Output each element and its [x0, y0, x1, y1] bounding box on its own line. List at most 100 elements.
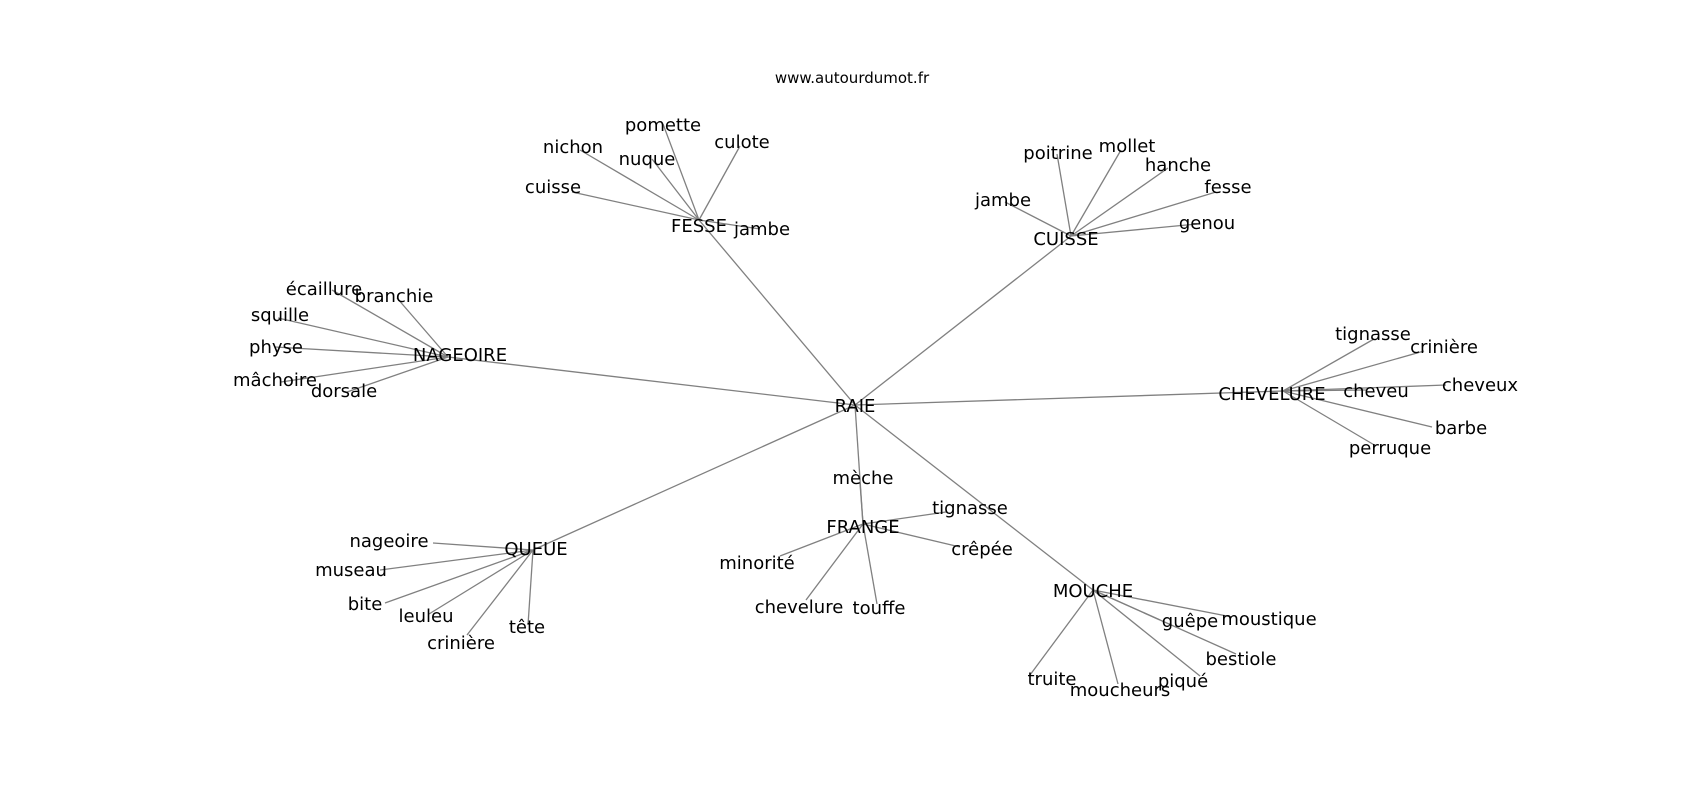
leaf-node-queue-museau: museau [315, 560, 387, 581]
leaf-node-fesse-cuisse: cuisse [525, 177, 581, 198]
edge-chevelure-tignasse [1282, 338, 1375, 392]
leaf-node-nageoire-branchie: branchie [355, 286, 434, 307]
leaf-node-nageoire-ecaillure: écaillure [286, 279, 363, 300]
leaf-node-queue-bite: bite [348, 594, 383, 615]
edge-mouche-truite [1029, 589, 1094, 676]
edge-cuisse-fesse [1070, 191, 1217, 237]
leaf-node-chevelure-cheveu: cheveu [1343, 381, 1409, 402]
edge-frange-tignasse [862, 511, 947, 525]
edge-frange-meche [859, 482, 864, 525]
edge-mouche-moucheurs [1092, 589, 1119, 685]
edge-cuisse-poitrine [1056, 153, 1072, 237]
edge-cuisse-jambe [1004, 201, 1072, 237]
leaf-node-fesse-jambe: jambe [733, 219, 790, 240]
edge-fesse-cuisse [571, 191, 700, 221]
leaf-node-mouche-moucheurs: moucheurs [1070, 680, 1171, 701]
edge-cuisse-mollet [1070, 149, 1122, 237]
edge-fesse-culote [698, 145, 741, 221]
hub-node-fesse: FESSE [671, 216, 727, 237]
leaf-node-cuisse-fesse: fesse [1204, 177, 1251, 198]
leaf-node-cuisse-genou: genou [1179, 213, 1235, 234]
leaf-node-nageoire-machoire: mâchoire [233, 370, 317, 391]
edge-frange-chevelure [805, 523, 864, 601]
leaf-node-frange-minorite: minorité [719, 553, 795, 574]
leaf-node-mouche-truite: truite [1028, 669, 1077, 690]
leaf-node-chevelure-perruque: perruque [1349, 438, 1431, 459]
leaf-node-frange-meche: mèche [833, 468, 894, 489]
leaf-node-queue-criniere: crinière [427, 633, 495, 654]
center-node-raie: RAIE [835, 396, 876, 417]
leaf-node-queue-tete: tête [509, 617, 545, 638]
edge-nageoire-dorsale [346, 356, 449, 393]
leaf-node-mouche-moustique: moustique [1221, 609, 1316, 630]
leaf-node-cuisse-mollet: mollet [1099, 136, 1156, 157]
edge-fesse-nuque [651, 158, 700, 221]
edge-frange-touffe [862, 523, 878, 605]
edge-nageoire-machoire [280, 356, 449, 383]
leaf-node-fesse-nichon: nichon [543, 137, 603, 158]
leaf-node-nageoire-squille: squille [251, 305, 309, 326]
edge-queue-bite [384, 549, 534, 604]
edge-nageoire-squille [277, 317, 449, 358]
graph-labels: RAIE FESSE pomette nichon nuque culote cuisse j… [233, 115, 1518, 701]
leaf-node-cuisse-hanche: hanche [1145, 155, 1211, 176]
edge-frange-minorite [779, 523, 864, 557]
edge-frange-crepee [862, 523, 961, 548]
edge-fesse-jambe [698, 219, 761, 230]
edge-cuisse-genou [1070, 223, 1198, 237]
edge-raie-mouche [854, 404, 1094, 591]
leaf-node-mouche-bestiole: bestiole [1205, 649, 1276, 670]
edge-nageoire-branchie [396, 297, 449, 358]
hub-node-chevelure: CHEVELURE [1218, 384, 1325, 405]
edge-chevelure-barbe [1282, 390, 1433, 428]
edge-raie-chevelure [854, 390, 1284, 406]
edge-mouche-bestiole [1092, 589, 1237, 655]
edge-nageoire-ecaillure [331, 289, 449, 358]
leaf-node-chevelure-barbe: barbe [1435, 418, 1487, 439]
leaf-node-cuisse-jambe: jambe [974, 190, 1031, 211]
leaf-node-frange-touffe: touffe [853, 598, 906, 619]
leaf-node-mouche-guepe: guêpe [1162, 611, 1218, 632]
edge-fesse-nichon [579, 149, 700, 221]
leaf-node-queue-nageoire: nageoire [349, 531, 428, 552]
edge-chevelure-cheveux [1282, 384, 1447, 392]
leaf-node-chevelure-tignasse: tignasse [1335, 324, 1411, 345]
leaf-node-mouche-pique: piqué [1158, 671, 1208, 692]
leaf-node-frange-chevelure: chevelure [755, 597, 844, 618]
graph-edges [274, 123, 1447, 685]
hub-node-frange: FRANGE [826, 517, 899, 538]
leaf-node-chevelure-cheveux: cheveux [1442, 375, 1519, 396]
leaf-node-fesse-nuque: nuque [619, 149, 676, 170]
leaf-node-queue-leuleu: leuleu [399, 606, 454, 627]
leaf-node-nageoire-dorsale: dorsale [311, 381, 377, 402]
edge-queue-nageoire [432, 542, 534, 551]
site-label: www.autourdumot.fr [775, 69, 930, 87]
edge-chevelure-criniere [1282, 350, 1425, 392]
edge-nageoire-physe [274, 346, 449, 358]
edge-raie-nageoire [447, 356, 856, 406]
edge-queue-criniere [466, 549, 534, 636]
leaf-node-frange-crepee: crêpée [951, 539, 1013, 560]
edge-mouche-pique [1092, 589, 1201, 677]
leaf-node-cuisse-poitrine: poitrine [1023, 143, 1092, 164]
edge-raie-queue [532, 404, 856, 551]
edge-queue-leuleu [428, 549, 534, 615]
hub-node-nageoire: NAGEOIRE [413, 345, 507, 366]
edge-fesse-pomette [662, 123, 700, 221]
leaf-node-frange-tignasse: tignasse [932, 498, 1008, 519]
leaf-node-chevelure-criniere: crinière [1410, 337, 1478, 358]
edge-queue-museau [379, 549, 534, 571]
leaf-node-nageoire-physe: physe [249, 337, 303, 358]
edge-chevelure-perruque [1282, 390, 1377, 447]
leaf-node-fesse-pomette: pomette [625, 115, 701, 136]
hub-node-mouche: MOUCHE [1053, 581, 1133, 602]
leaf-node-fesse-culote: culote [714, 132, 769, 153]
edge-mouche-moustique [1092, 589, 1233, 618]
hub-node-cuisse: CUISSE [1033, 229, 1098, 250]
edge-queue-tete [527, 549, 534, 626]
edge-cuisse-hanche [1070, 167, 1169, 237]
edge-raie-fesse [698, 219, 856, 406]
edge-raie-cuisse [854, 235, 1072, 406]
hub-node-queue: QUEUE [504, 539, 567, 560]
